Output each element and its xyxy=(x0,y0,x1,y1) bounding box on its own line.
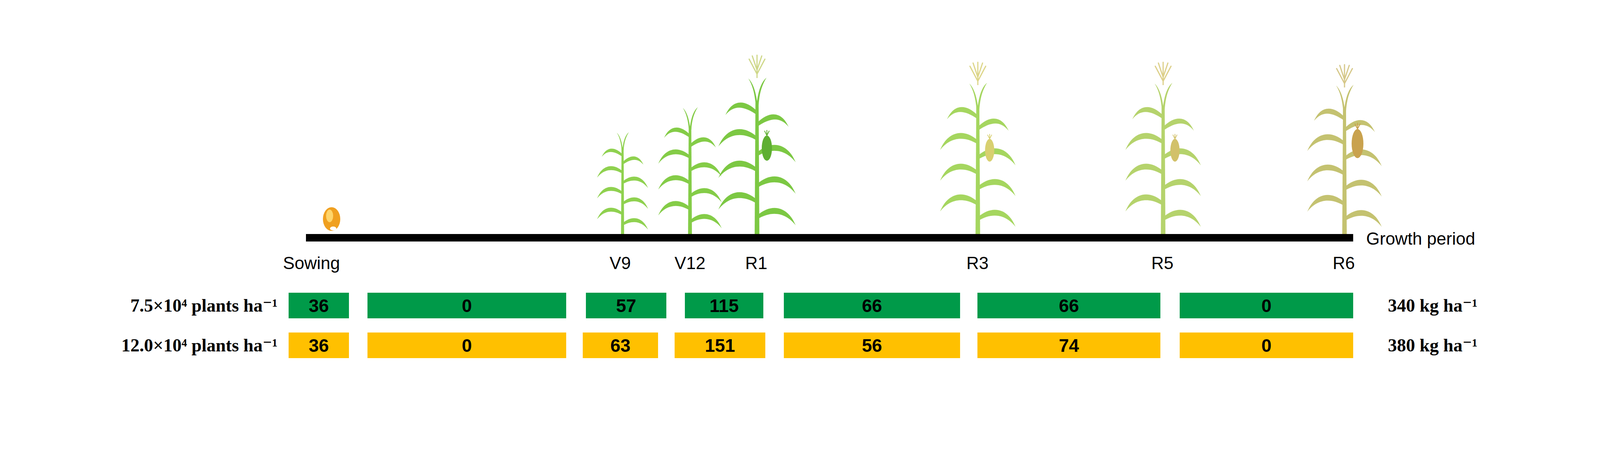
maize-plant xyxy=(596,132,648,237)
ear xyxy=(984,134,994,162)
amount-box: 36 xyxy=(288,292,349,319)
amount-value: 56 xyxy=(861,336,883,355)
amount-box: 63 xyxy=(582,332,659,359)
stage-label: V9 xyxy=(609,253,631,273)
amount-value: 63 xyxy=(610,336,631,355)
tassel xyxy=(749,55,765,79)
stage-label: V12 xyxy=(674,253,706,273)
amount-box: 0 xyxy=(1179,292,1354,319)
axis-label: Growth period xyxy=(1366,229,1476,249)
maize-plant xyxy=(658,107,722,237)
total-label: 340 kg ha⁻¹ xyxy=(1387,296,1478,317)
stage-label: R3 xyxy=(966,253,989,273)
tassel xyxy=(969,62,986,86)
stage-label: R1 xyxy=(745,253,768,273)
amount-box: 66 xyxy=(977,292,1161,319)
maize-plant xyxy=(1125,82,1201,237)
amount-box: 0 xyxy=(367,292,567,319)
ear xyxy=(761,130,773,161)
tassel xyxy=(1155,62,1172,86)
amount-box: 36 xyxy=(288,332,349,359)
timeline-bar xyxy=(305,234,1354,242)
amount-box: 151 xyxy=(674,332,766,359)
maize-plant xyxy=(718,77,796,236)
ear xyxy=(1351,123,1364,159)
stage-label: R6 xyxy=(1332,253,1355,273)
amount-value: 115 xyxy=(709,296,739,316)
amount-box: 57 xyxy=(585,292,667,319)
amount-value: 36 xyxy=(308,336,329,355)
density-label: 12.0×10⁴ plants ha⁻¹ xyxy=(121,335,278,357)
amount-box: 74 xyxy=(977,332,1161,359)
amount-value: 0 xyxy=(1261,336,1272,355)
amount-value: 74 xyxy=(1058,336,1079,355)
total-label: 380 kg ha⁻¹ xyxy=(1387,335,1478,357)
maize-plant xyxy=(939,82,1016,237)
corn-seed xyxy=(322,207,341,232)
tassel xyxy=(1336,64,1353,88)
amount-box: 115 xyxy=(684,292,764,319)
amount-value: 151 xyxy=(704,336,736,355)
maize-plant xyxy=(1307,84,1382,237)
amount-value: 66 xyxy=(1058,296,1079,316)
amount-value: 36 xyxy=(308,296,329,316)
amount-box: 66 xyxy=(783,292,961,319)
amount-box: 0 xyxy=(1179,332,1354,359)
amount-value: 0 xyxy=(461,336,472,355)
stage-label: R5 xyxy=(1151,253,1174,273)
amount-box: 56 xyxy=(783,332,961,359)
stage-label: Sowing xyxy=(283,253,340,273)
amount-value: 66 xyxy=(861,296,883,316)
amount-value: 57 xyxy=(615,296,636,316)
ear xyxy=(1170,134,1180,162)
amount-value: 0 xyxy=(461,296,472,316)
density-label: 7.5×10⁴ plants ha⁻¹ xyxy=(130,296,278,317)
amount-box: 0 xyxy=(367,332,567,359)
amount-value: 0 xyxy=(1261,296,1272,316)
